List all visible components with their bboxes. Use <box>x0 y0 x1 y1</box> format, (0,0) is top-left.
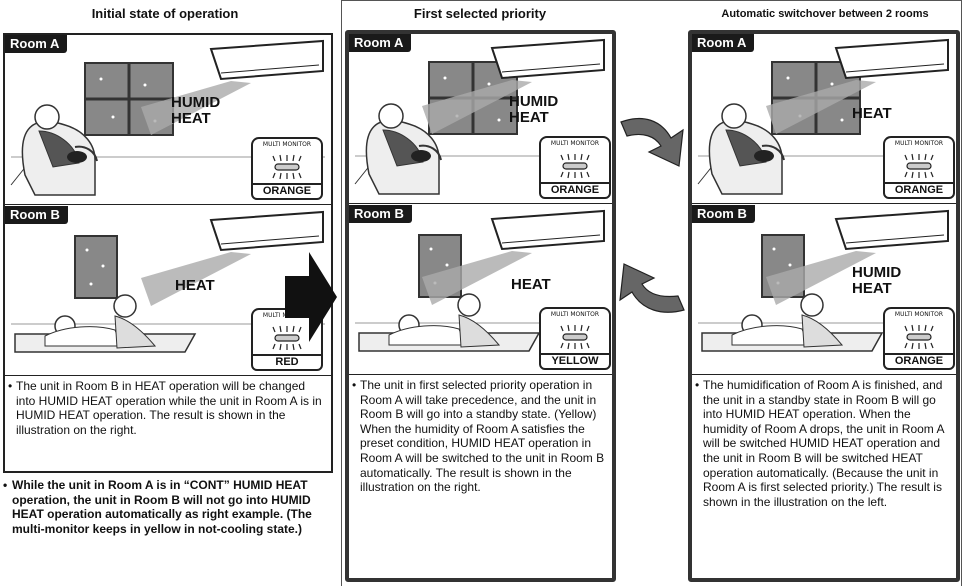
description-text: The humidification of Room A is finished… <box>703 378 944 509</box>
monitor-title: MULTI MONITOR <box>550 311 600 318</box>
person-on-chair-icon <box>365 103 442 195</box>
window-icon <box>74 235 118 299</box>
indicator-light-icon <box>272 325 302 351</box>
persons-on-sofa-icon <box>14 294 197 353</box>
heading-initial: Initial state of operation <box>91 6 239 21</box>
person-on-chair-icon <box>21 104 98 196</box>
heading-first-priority: First selected priority <box>413 6 547 21</box>
indicator-light-icon <box>904 153 934 179</box>
air-conditioner-icon <box>490 209 605 251</box>
monitor-color-label: ORANGE <box>539 182 611 199</box>
room-a-mode: HUMID HEAT <box>509 93 559 126</box>
panel-first-priority: Room A HUMID HEAT MULTI MONITOR ORANGE <box>345 30 616 582</box>
indicator-light-icon <box>272 154 302 180</box>
room-a-scene: Room A HUMID HEAT MULTI MONITOR ORANGE <box>5 35 331 205</box>
panel-description: • The unit in first selected priority op… <box>352 378 605 495</box>
monitor-title: MULTI MONITOR <box>550 140 600 147</box>
room-b-multi-monitor: MULTI MONITOR ORANGE <box>883 307 955 370</box>
right-arrow-icon <box>285 252 337 342</box>
room-b-mode: HUMID HEAT <box>852 264 902 297</box>
room-b-label: Room B <box>692 205 755 223</box>
monitor-title: MULTI MONITOR <box>262 141 312 148</box>
air-conditioner-icon <box>490 38 605 80</box>
room-illustration <box>698 209 950 352</box>
indicator-light-icon <box>560 153 590 179</box>
persons-on-sofa-icon <box>358 293 541 352</box>
indicator-light-icon <box>560 324 590 350</box>
room-illustration <box>355 209 606 352</box>
room-b-scene: Room B HEAT MULTI MONITOR YELLOW <box>349 205 612 375</box>
monitor-color-label: ORANGE <box>251 183 323 200</box>
persons-on-sofa-icon <box>701 293 884 352</box>
room-illustration <box>10 39 325 196</box>
room-a-label: Room A <box>349 34 412 52</box>
room-a-label: Room A <box>5 35 68 53</box>
room-b-label: Room B <box>349 205 412 223</box>
air-conditioner-icon <box>209 39 324 81</box>
note-cont-humid-heat: • While the unit in Room A is in “CONT” … <box>3 478 312 536</box>
monitor-color-label: ORANGE <box>883 182 955 199</box>
monitor-color-label: ORANGE <box>883 353 955 370</box>
description-text: The unit in Room B in HEAT operation wil… <box>16 379 322 437</box>
room-a-multi-monitor: MULTI MONITOR ORANGE <box>251 137 323 200</box>
description-text: The unit in first selected priority oper… <box>360 378 605 495</box>
air-conditioner-icon <box>834 209 949 251</box>
room-b-scene: Room B HUMID HEAT MULTI MONITOR ORANGE <box>692 205 956 375</box>
room-b-mode: HEAT <box>511 276 551 293</box>
room-a-mode: HEAT <box>852 105 892 122</box>
room-b-multi-monitor: MULTI MONITOR YELLOW <box>539 307 611 370</box>
room-b-label: Room B <box>5 206 68 224</box>
room-b-mode: HEAT <box>175 277 215 294</box>
room-b-scene: Room B HEAT MULTI MONITOR RED <box>5 206 331 376</box>
person-on-chair-icon <box>708 103 785 195</box>
heading-auto-switchover: Automatic switchover between 2 rooms <box>721 8 929 20</box>
monitor-color-label: YELLOW <box>539 353 611 370</box>
panel-description: • The unit in Room B in HEAT operation w… <box>8 379 322 437</box>
room-a-multi-monitor: MULTI MONITOR ORANGE <box>539 136 611 199</box>
air-conditioner-icon <box>209 210 324 252</box>
panel-initial: Room A HUMID HEAT MULTI MONITOR ORANGE <box>3 33 333 473</box>
room-a-mode: HUMID HEAT <box>171 94 221 127</box>
panel-auto-switchover: Room A HEAT MULTI MONITOR ORANGE <box>688 30 960 582</box>
monitor-title: MULTI MONITOR <box>894 311 944 318</box>
room-illustration <box>354 38 606 195</box>
room-a-label: Room A <box>692 34 755 52</box>
monitor-color-label: RED <box>251 354 323 371</box>
indicator-light-icon <box>904 324 934 350</box>
curved-arrow-right-icon <box>620 117 684 167</box>
note-text: While the unit in Room A is in “CONT” HU… <box>12 478 312 536</box>
room-a-scene: Room A HUMID HEAT MULTI MONITOR ORANGE <box>349 34 612 204</box>
monitor-title: MULTI MONITOR <box>894 140 944 147</box>
air-conditioner-icon <box>834 38 949 80</box>
room-b-multi-monitor: MULTI MONITOR RED <box>251 308 323 371</box>
room-a-scene: Room A HEAT MULTI MONITOR ORANGE <box>692 34 956 204</box>
panel-description: • The humidification of Room A is finish… <box>695 378 944 509</box>
room-a-multi-monitor: MULTI MONITOR ORANGE <box>883 136 955 199</box>
room-illustration <box>11 210 325 353</box>
curved-arrow-left-icon <box>619 263 685 313</box>
